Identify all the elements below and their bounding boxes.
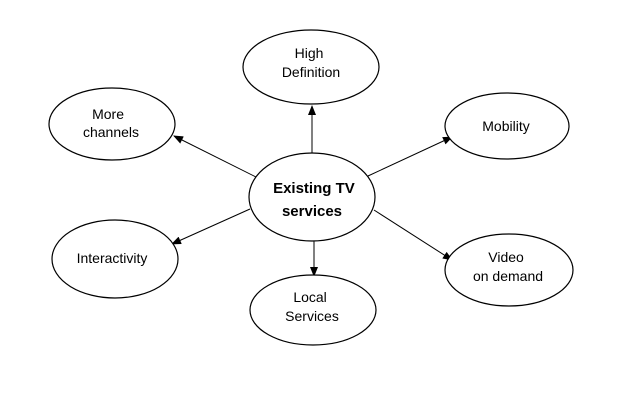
svg-text:Existing TV services: Existing TV services [273,180,359,220]
node-interactivity: Interactivity [51,219,179,299]
node-mobility: Mobility [444,92,570,160]
node-local-services-line-2: Services [285,308,339,324]
node-video-on-demand: Video on demand [444,233,574,307]
node-more-channels: More channels [48,87,176,161]
svg-text:Mobility: Mobility [482,118,529,134]
center-node-line-1: Existing TV [273,180,355,197]
edge-to-interactivity [171,208,251,245]
svg-text:Video on demand: Video on demand [473,249,543,284]
edge-to-video-on-demand [373,209,453,261]
node-interactivity-line-1: Interactivity [77,250,148,266]
center-node: Existing TV services [248,152,376,242]
node-mobility-line-1: Mobility [482,118,529,134]
node-high-definition-line-1: High [295,45,324,61]
node-high-definition-line-2: Definition [282,64,340,80]
svg-text:Interactivity: Interactivity [77,250,148,266]
svg-text:More channels: More channels [83,106,139,140]
svg-text:Local Services: Local Services [285,289,339,324]
node-local-services: Local Services [249,274,377,346]
node-local-services-line-1: Local [293,289,326,305]
node-more-channels-line-1: More [92,106,124,122]
center-node-line-2: services [282,203,342,220]
node-high-definition: High Definition [242,29,380,105]
node-video-on-demand-line-1: Video [488,249,524,265]
svg-text:High Definition: High Definition [282,45,340,80]
edge-to-mobility [367,136,453,177]
node-video-on-demand-line-2: on demand [473,268,543,284]
node-more-channels-line-2: channels [83,124,139,140]
edge-to-more-channels [173,135,259,179]
